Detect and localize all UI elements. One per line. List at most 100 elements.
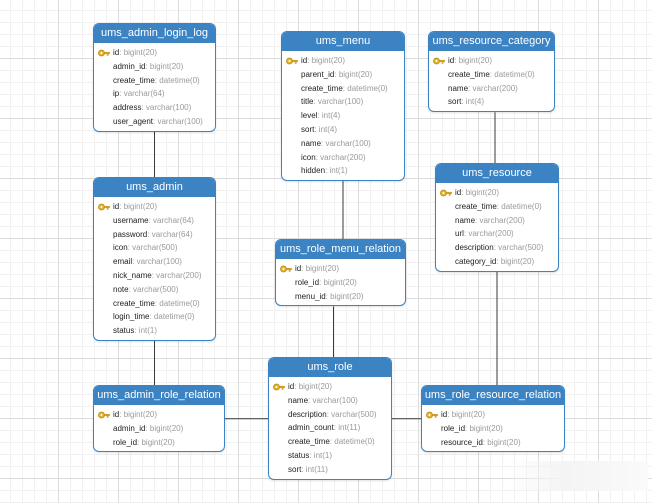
field-row: create_time: datetime(0): [269, 435, 391, 449]
field-name: id: [113, 48, 120, 57]
field-name: description: [288, 409, 327, 419]
field-name: email: [113, 257, 133, 267]
field-separator: :: [325, 291, 331, 301]
field-type: bigint(20): [451, 410, 486, 419]
field-type: varchar(200): [156, 270, 202, 280]
field-type: varchar(200): [468, 229, 514, 239]
field-type: int(4): [318, 124, 338, 134]
field-name: parent_id: [301, 69, 335, 79]
entity-title: ums_admin: [94, 178, 215, 197]
entity-title: ums_admin_login_log: [94, 24, 215, 43]
field-type: varchar(500): [498, 243, 544, 253]
field-row: name: varchar(200): [436, 214, 558, 228]
field-name: password: [113, 229, 148, 239]
field-name: create_time: [448, 69, 490, 79]
field-row: menu_id: bigint(20): [276, 290, 405, 304]
field-separator: :: [489, 69, 495, 79]
field-type: bigint(20): [458, 56, 493, 65]
field-name: create_time: [113, 298, 155, 308]
field-separator: :: [149, 312, 154, 322]
field-row: address: varchar(100): [94, 101, 215, 115]
field-separator: :: [334, 69, 339, 79]
field-type: varchar(500): [133, 284, 179, 294]
field-separator: :: [493, 243, 499, 253]
field-type: bigint(20): [469, 423, 503, 433]
field-name: login_time: [113, 312, 150, 322]
field-name: name: [448, 83, 469, 93]
field-type: bigint(20): [330, 291, 364, 301]
field-separator: :: [468, 83, 473, 93]
field-row: create_time: datetime(0): [282, 82, 404, 96]
field-name: create_time: [301, 83, 343, 93]
entity-title: ums_role: [269, 358, 391, 377]
field-name: id: [113, 202, 120, 211]
field-row: category_id: bigint(20): [436, 255, 558, 269]
field-row: icon: varchar(200): [282, 151, 404, 165]
field-name: sort: [288, 464, 302, 474]
field-name: level: [301, 111, 318, 121]
field-type: bigint(20): [465, 188, 500, 197]
field-row: name: varchar(200): [429, 82, 554, 96]
field-row: id: bigint(20): [276, 262, 405, 276]
field-type: datetime(0): [494, 69, 535, 79]
field-name: username: [113, 215, 149, 225]
field-row: username: varchar(64): [94, 214, 215, 228]
field-list: id: bigint(20)admin_id: bigint(20)role_i…: [94, 405, 224, 451]
field-separator: :: [132, 257, 137, 267]
field-type: varchar(100): [145, 103, 192, 113]
field-separator: :: [154, 298, 160, 308]
field-row: parent_id: bigint(20): [282, 68, 404, 82]
field-type: datetime(0): [153, 312, 195, 322]
field-name: title: [301, 97, 314, 107]
field-row: create_time: datetime(0): [436, 200, 558, 214]
entity-title: ums_resource: [436, 164, 558, 183]
field-name: nick_name: [113, 270, 152, 280]
field-separator: :: [454, 56, 459, 65]
field-name: role_id: [441, 423, 466, 433]
field-separator: :: [315, 152, 321, 162]
field-separator: :: [313, 97, 318, 107]
field-name: category_id: [455, 256, 497, 266]
field-name: description: [455, 243, 494, 253]
field-type: bigint(20): [311, 56, 346, 65]
field-name: ip: [113, 89, 120, 99]
field-row: description: varchar(500): [269, 408, 391, 422]
field-name: address: [113, 103, 142, 113]
field-separator: :: [465, 423, 470, 433]
field-separator: :: [301, 264, 306, 273]
field-row: sort: int(4): [429, 95, 554, 109]
field-separator: :: [461, 188, 466, 197]
field-separator: :: [496, 256, 501, 266]
field-separator: :: [319, 277, 324, 287]
field-type: bigint(20): [149, 423, 184, 433]
field-row: login_time: datetime(0): [94, 310, 215, 324]
field-type: varchar(200): [479, 215, 525, 225]
field-separator: :: [154, 75, 160, 85]
field-name: name: [301, 138, 322, 148]
field-separator: :: [147, 229, 152, 239]
field-row: id: bigint(20): [94, 200, 215, 214]
field-type: datetime(0): [159, 298, 200, 308]
field-name: name: [455, 215, 476, 225]
field-type: bigint(20): [123, 202, 158, 211]
field-row: sort: int(11): [269, 463, 391, 477]
field-type: varchar(100): [136, 257, 182, 267]
field-separator: :: [329, 437, 335, 447]
field-separator: :: [153, 116, 158, 126]
field-type: bigint(20): [323, 277, 357, 287]
watermark-blur: [508, 461, 648, 491]
field-row: id: bigint(20): [282, 54, 404, 68]
field-row: id: bigint(20): [422, 408, 564, 422]
field-row: id: bigint(20): [269, 380, 391, 394]
field-row: nick_name: varchar(200): [94, 269, 215, 283]
